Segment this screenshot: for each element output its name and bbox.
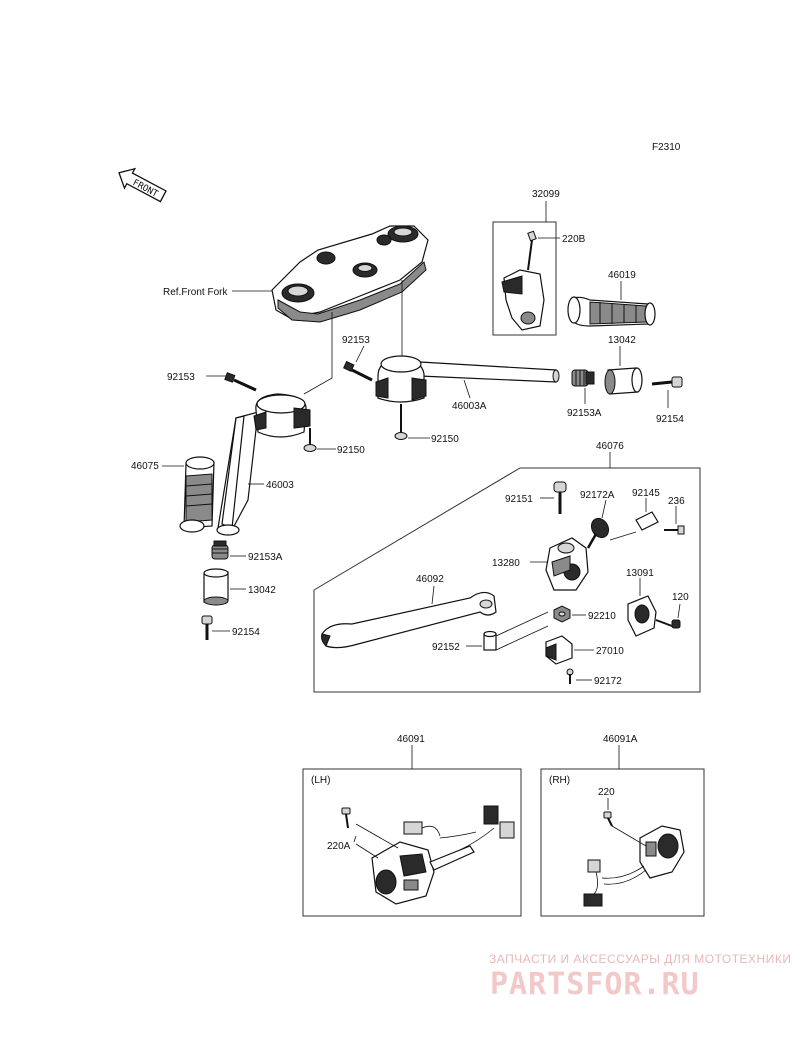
label-92153-right: 92153 [342,335,370,346]
leader-46092 [431,585,435,605]
label-92151: 92151 [505,494,533,505]
label-rh-tag: (RH) [549,775,570,786]
label-13091: 13091 [626,568,654,579]
watermark-line1: ЗАПЧАСТИ И АКСЕССУАРЫ ДЛЯ МОТОТЕХНИКИ [489,952,791,966]
rh-switch-housing [583,811,685,907]
right-grip [567,296,656,327]
leader-92153-right [355,345,365,363]
label-92210: 92210 [588,611,616,622]
leader-clamp-left [303,312,333,395]
label-92153A-left: 92153A [248,552,283,563]
watermark-logo: ЗАПЧАСТИ И АКСЕССУАРЫ ДЛЯ МОТОТЕХНИКИ PA… [489,952,791,1002]
label-27010: 27010 [596,646,624,657]
spring-92145 [609,511,659,541]
group-box-46076 [313,467,701,693]
group-box-32099 [492,221,557,336]
label-92150-right: 92150 [431,434,459,445]
label-120: 120 [672,592,689,603]
label-92145: 92145 [632,488,660,499]
label-92172: 92172 [594,676,622,687]
label-ref-front-fork: Ref.Front Fork [163,287,228,298]
lh-switch-housing [341,805,515,905]
label-220B: 220B [562,234,586,245]
label-92153A-right: 92153A [567,408,602,419]
adjuster-92172A [586,517,610,549]
label-92153-left: 92153 [167,372,195,383]
clutch-lever-46092 [321,591,497,649]
figure-code: F2310 [652,142,681,153]
label-46076: 46076 [596,441,624,452]
label-92172A: 92172A [580,490,615,501]
group-box-46091A [540,768,705,917]
bar-end-weight-right [604,367,643,395]
throttle-housing [501,269,545,331]
label-92154-right: 92154 [656,414,684,425]
upper-triple-clamp [271,225,429,323]
screw-92172 [566,668,574,684]
throttle-screw-220B [527,230,537,271]
bolt-92153-left [224,372,257,392]
right-handlebar [375,355,560,403]
label-46003A: 46003A [452,401,487,412]
label-236: 236 [668,496,685,507]
label-46003: 46003 [266,480,294,491]
screw-92150-left [303,428,317,452]
label-92152: 92152 [432,642,460,653]
label-lh-tag: (LH) [311,775,330,786]
leader-120 [677,603,681,619]
label-220: 220 [598,787,615,798]
label-220A: 220A [327,841,351,852]
collar-92152 [483,611,549,651]
front-arrow-icon: FRONT [118,167,167,203]
label-46075: 46075 [131,461,159,472]
left-grip [179,456,215,533]
nut-92210 [553,605,571,623]
label-13042-right: 13042 [608,335,636,346]
bar-end-weight-left [203,568,229,606]
bar-end-insert-right [571,369,595,387]
label-46091A: 46091A [603,734,638,745]
label-92154-left: 92154 [232,627,260,638]
label-46019: 46019 [608,270,636,281]
holder-clamp-13091 [627,595,673,637]
left-handlebar [216,393,311,536]
label-13280: 13280 [492,558,520,569]
bolt-92153-right [343,360,373,382]
bar-end-insert-left [211,540,229,560]
label-92150-left: 92150 [337,445,365,456]
pivot-bolt-92151 [553,481,567,514]
label-46091: 46091 [397,734,425,745]
switch-27010 [545,635,573,665]
label-32099: 32099 [532,189,560,200]
screw-92154-right [651,376,683,388]
leader-220A [353,835,357,843]
label-46092: 46092 [416,574,444,585]
screw-92154-left [201,615,213,640]
label-13042-left: 13042 [248,585,276,596]
screw-120 [671,619,681,629]
leader-46003A [463,379,471,399]
watermark-line2: PARTSFOR.RU [490,967,700,1002]
screw-92150-right [394,404,408,440]
lever-holder-13280 [545,537,589,591]
leader-92172A [601,499,607,519]
screw-236 [664,525,685,535]
